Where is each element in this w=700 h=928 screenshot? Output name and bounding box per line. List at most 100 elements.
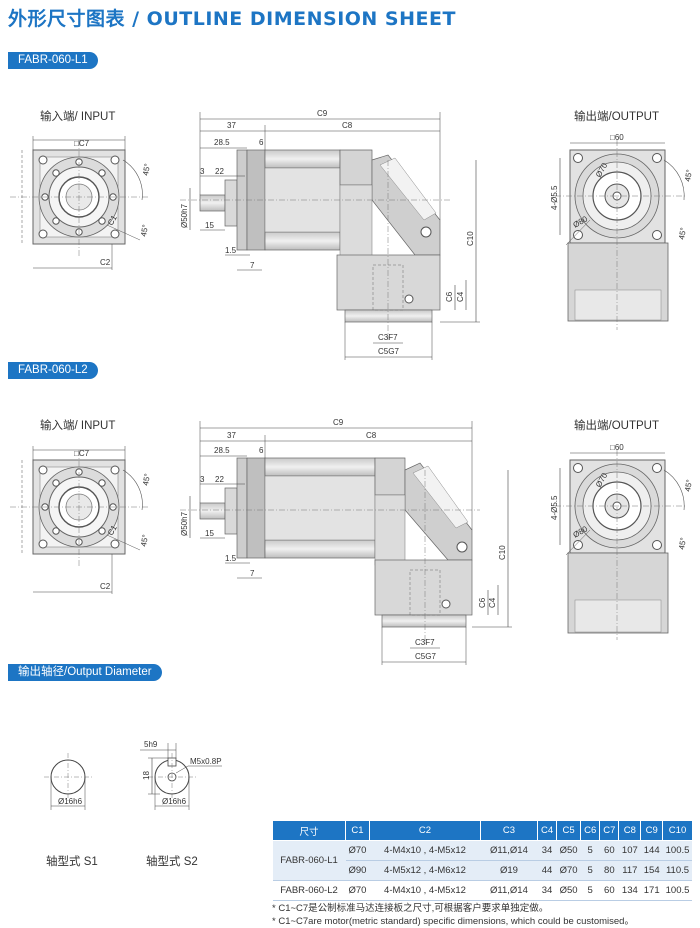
table-cell: 5 (580, 880, 600, 901)
header-cell: C9 (640, 820, 664, 841)
spec-table-header: 尺寸 C1 C2 C3 C4 C5 C6 C7 C8 C9 C10 (272, 820, 693, 841)
dim-37-l1: 37 (227, 121, 236, 130)
dim-45-top-l1: 45° (141, 163, 152, 176)
spec-table: 尺寸 C1 C2 C3 C4 C5 C6 C7 C8 C9 C10 FABR-0… (272, 820, 693, 901)
shaft-s2-key-width: 5h9 (144, 740, 158, 749)
table-cell: 34 (537, 880, 557, 901)
table-cell: 34 (537, 840, 557, 861)
dim-c9-l2: C9 (333, 418, 344, 427)
dim-c5-l2: C5G7 (415, 652, 436, 661)
table-cell: Ø50 (556, 880, 581, 901)
header-cell: C5 (556, 820, 582, 841)
header-cell: C2 (368, 820, 481, 841)
note-en: * C1~C7are motor(metric standard) specif… (272, 916, 634, 927)
dim-c2-l1: C2 (100, 258, 111, 267)
table-cell-model: FABR-060-L1 (272, 840, 346, 881)
table-cell: Ø90 (345, 860, 370, 881)
dim-c5-l1: C5G7 (378, 347, 399, 356)
dim-sq60-l2: □60 (610, 443, 624, 452)
dim-22-l1: 22 (215, 167, 224, 176)
shaft-s1-label: 轴型式 S1 (46, 856, 98, 868)
table-cell: 4-M5x12 , 4-M6x12 (369, 860, 481, 881)
header-cell: C4 (536, 820, 558, 841)
output-label-l2: 输出端/OUTPUT (574, 420, 659, 432)
table-cell: 144 (640, 840, 663, 861)
side-view-l2 (180, 421, 512, 665)
table-cell: Ø70 (345, 880, 370, 901)
dim-c6-l1: C6 (445, 291, 454, 302)
dim-7-l2: 7 (250, 569, 255, 578)
dim-holes-l2: 4-Ø5.5 (550, 495, 559, 520)
header-cell: C8 (618, 820, 642, 841)
header-cell: C10 (662, 820, 693, 841)
shaft-s2-key-height: 18 (142, 771, 151, 780)
dim-c3-l1: C3F7 (378, 333, 398, 342)
header-cell: C1 (345, 820, 370, 841)
table-cell: 80 (599, 860, 619, 881)
dim-28-5-l1: 28.5 (214, 138, 230, 147)
dim-3-l2: 3 (200, 475, 205, 484)
dim-c7-l2: □C7 (74, 449, 90, 458)
section-tag-l2: FABR-060-L2 (8, 362, 98, 379)
dim-45-top-l2: 45° (141, 473, 152, 486)
shaft-s2-label: 轴型式 S2 (146, 856, 198, 868)
table-cell: 60 (599, 880, 619, 901)
dim-7-l1: 7 (250, 261, 255, 270)
table-cell: Ø19 (480, 860, 538, 881)
dim-phi50-l2: Ø50h7 (180, 511, 189, 536)
table-row: Ø90 4-M5x12 , 4-M6x12 Ø19 44 Ø70 5 80 11… (273, 860, 693, 881)
dim-22-l2: 22 (215, 475, 224, 484)
dim-1-5-l2: 1.5 (225, 554, 237, 563)
table-row: FABR-060-L1 Ø70 4-M4x10 , 4-M5x12 Ø11,Ø1… (272, 840, 693, 881)
table-cell: Ø11,Ø14 (480, 880, 538, 901)
table-cell: Ø70 (345, 840, 370, 861)
table-cell: 5 (580, 840, 600, 861)
dim-c7-l1: □C7 (74, 139, 90, 148)
table-cell: 107 (618, 840, 641, 861)
dim-c3-l2: C3F7 (415, 638, 435, 647)
input-view-l1 (10, 136, 148, 270)
dim-45-top-out-l1: 45° (683, 169, 694, 182)
shaft-s2-tap: M5x0.8P (190, 757, 222, 766)
dim-c10-l2: C10 (498, 545, 507, 560)
dim-c4-l1: C4 (456, 291, 465, 302)
output-label-l1: 输出端/OUTPUT (574, 111, 659, 123)
table-cell: 100.5 (662, 880, 693, 901)
table-cell: 5 (580, 860, 600, 881)
dim-c8-l2: C8 (366, 431, 377, 440)
page-title: 外形尺寸图表 / OUTLINE DIMENSION SHEET (8, 8, 456, 30)
table-cell: 4-M4x10 , 4-M5x12 (369, 880, 481, 901)
input-view-l2 (10, 446, 148, 594)
dim-15-l2: 15 (205, 529, 214, 538)
dim-6-l2: 6 (259, 446, 264, 455)
dim-45-top-out-l2: 45° (683, 479, 694, 492)
shaft-s1-drawing (44, 753, 92, 810)
table-cell: 117 (618, 860, 641, 881)
table-cell: 154 (640, 860, 663, 881)
table-cell: Ø11,Ø14 (480, 840, 538, 861)
dim-1-5-l1: 1.5 (225, 246, 237, 255)
dim-sq60-l1: □60 (610, 133, 624, 142)
section-tag-l1: FABR-060-L1 (8, 52, 98, 69)
dim-37-l2: 37 (227, 431, 236, 440)
shaft-s2-diameter: Ø16h6 (162, 797, 187, 806)
dim-15-l1: 15 (205, 221, 214, 230)
dim-45-bot-l1: 45° (139, 224, 150, 237)
table-cell: 110.5 (662, 860, 693, 881)
table-cell: Ø50 (556, 840, 581, 861)
output-view-l2 (555, 450, 685, 640)
dim-c8-l1: C8 (342, 121, 353, 130)
header-cell: C3 (479, 820, 538, 841)
header-cell: C6 (580, 820, 601, 841)
shaft-s1-diameter: Ø16h6 (58, 797, 83, 806)
table-row: FABR-060-L2 Ø70 4-M4x10 , 4-M5x12 Ø11,Ø1… (272, 880, 693, 901)
dim-45-bot-out-l1: 45° (677, 227, 688, 240)
dim-c9-l1: C9 (317, 109, 328, 118)
shaft-s2-drawing (140, 743, 222, 810)
dim-45-bot-l2: 45° (139, 534, 150, 547)
section-tag-output-diameter: 输出轴径/Output Diameter (8, 664, 162, 681)
table-cell: 44 (537, 860, 557, 881)
header-cell: 尺寸 (272, 820, 346, 841)
note-cn: * C1~C7是公制标准马达连接板之尺寸,可根据客户要求单独定做。 (272, 903, 549, 914)
